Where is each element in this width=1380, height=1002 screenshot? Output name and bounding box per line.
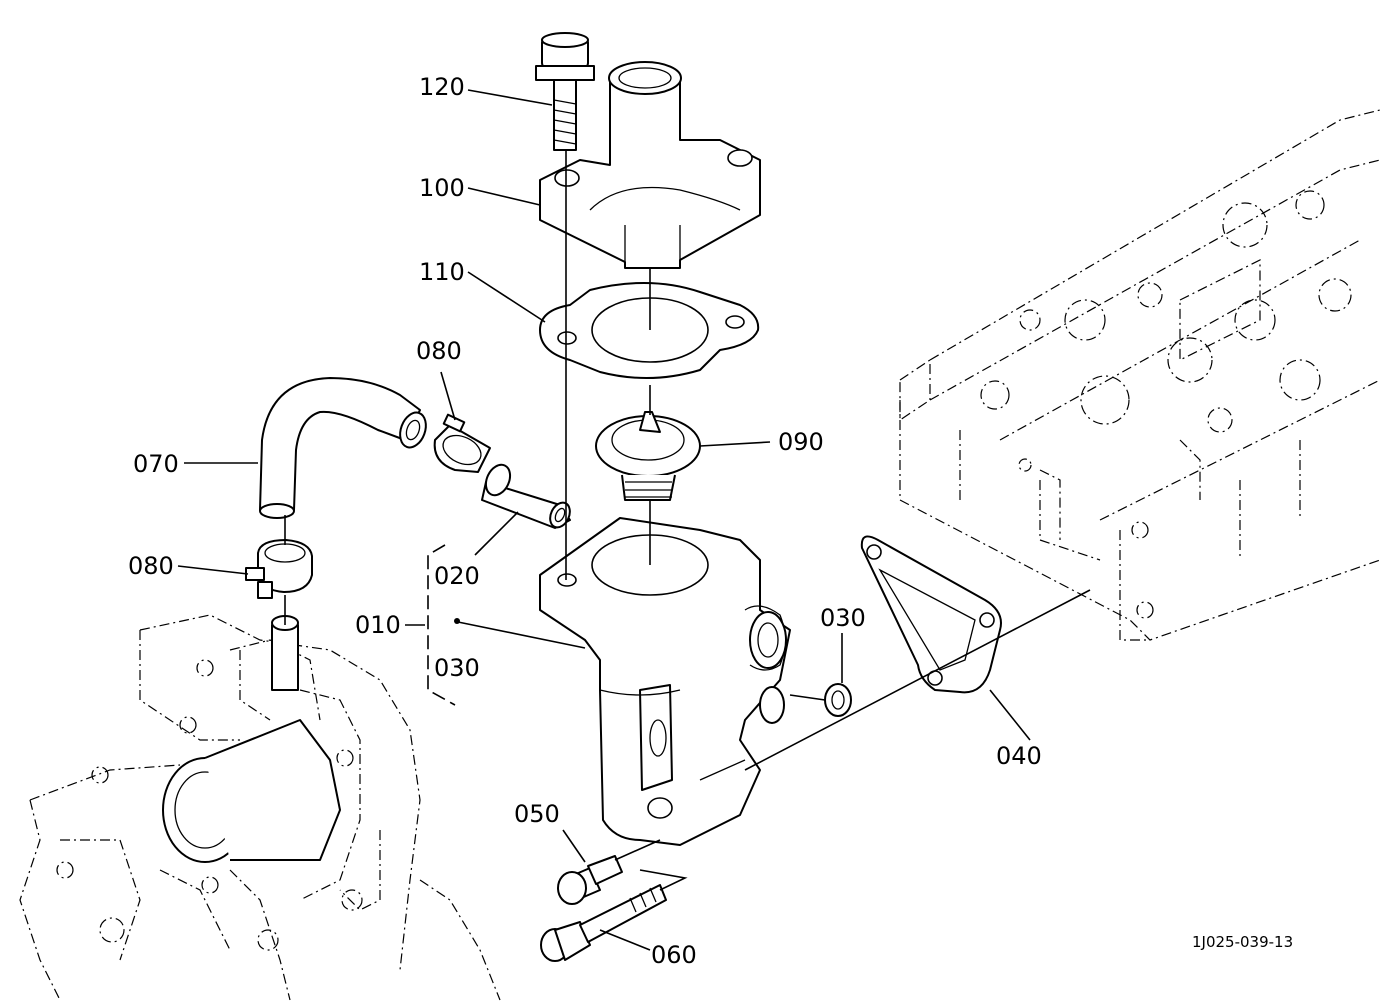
leader-lines (177, 89, 1031, 951)
label-030-plug: 030 (820, 604, 866, 632)
label-080-upper: 080 (416, 337, 462, 365)
gasket-040 (860, 535, 1002, 694)
label-040: 040 (996, 742, 1042, 770)
thermostat (595, 411, 701, 501)
label-030-assembly: 030 (434, 654, 480, 682)
assembly-lines (284, 150, 1091, 891)
label-050: 050 (514, 800, 560, 828)
hose-clamp-lower (245, 539, 313, 599)
bolt-060 (540, 884, 667, 962)
label-090: 090 (778, 428, 824, 456)
bypass-hose (259, 377, 427, 519)
cylinder-head-phantom (899, 109, 1380, 641)
label-080-lower: 080 (128, 552, 174, 580)
bypass-pipe (481, 463, 571, 529)
plug-030 (824, 683, 852, 717)
bolt-050 (557, 855, 623, 905)
label-100: 100 (419, 174, 465, 202)
bolt-120 (535, 32, 595, 151)
gasket-110 (539, 281, 760, 380)
label-120: 120 (419, 73, 465, 101)
drawing-number: 1J025-039-13 (1192, 933, 1293, 951)
water-pump-phantom (19, 614, 501, 1001)
label-020: 020 (434, 562, 480, 590)
label-060: 060 (651, 941, 697, 969)
label-070: 070 (133, 450, 179, 478)
label-010: 010 (355, 611, 401, 639)
thermostat-cover (539, 61, 761, 269)
hose-clamp-upper (433, 413, 491, 473)
thermostat-housing (539, 517, 791, 846)
label-110: 110 (419, 258, 465, 286)
part-labels: 120 100 110 080 090 070 080 020 010 030 … (128, 73, 1293, 969)
